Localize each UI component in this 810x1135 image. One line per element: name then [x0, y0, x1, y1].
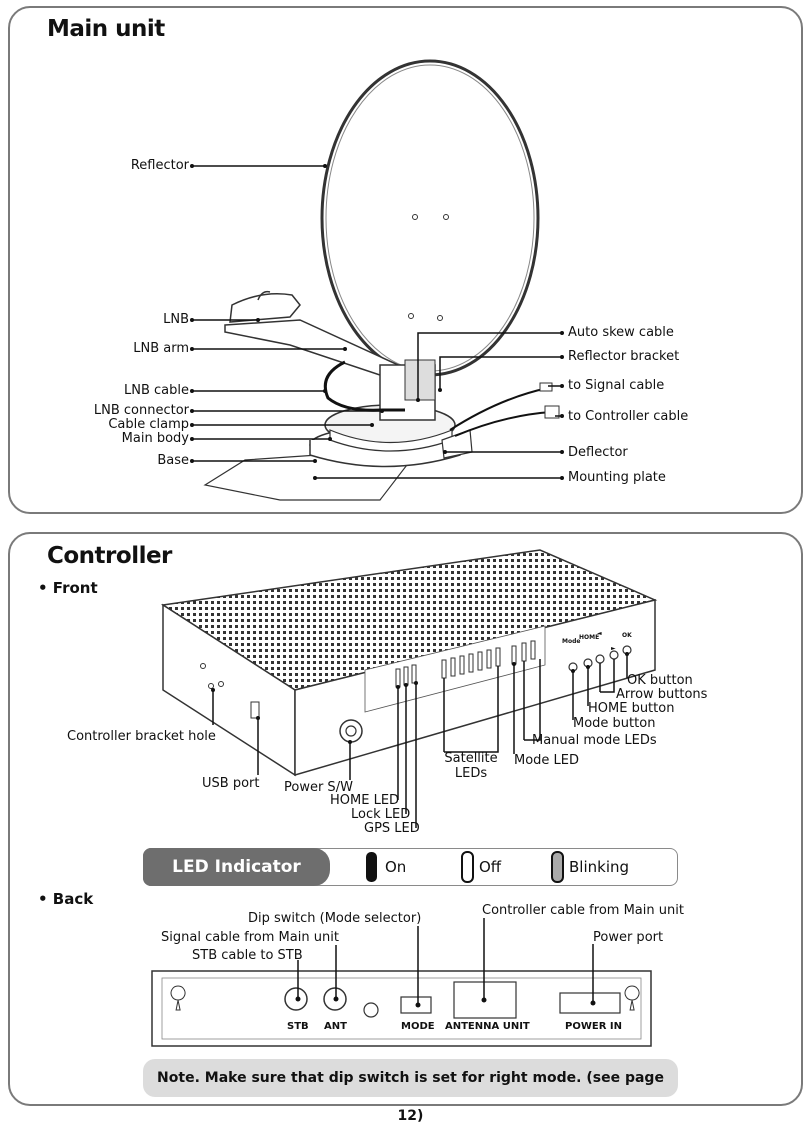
label-gps-led: GPS LED	[364, 821, 420, 836]
front-subtitle: • Front	[38, 579, 98, 597]
label-reflector: Reflector	[130, 158, 189, 173]
label-lnb: LNB	[163, 312, 189, 327]
label-auto-skew-cable: Auto skew cable	[568, 325, 674, 340]
label-reflector-bracket: Reflector bracket	[568, 349, 680, 364]
panel-label-right-arrow: ►	[611, 645, 616, 652]
label-mode-led: Mode LED	[514, 753, 580, 768]
label-home-button: HOME button	[588, 701, 675, 716]
back-label-ant: ANT	[324, 1021, 347, 1032]
main-unit-illustration	[190, 59, 564, 501]
back-label-power-in: POWER IN	[565, 1021, 622, 1032]
dip-switch-note: Note. Make sure that dip switch is set f…	[143, 1059, 678, 1124]
label-manual-mode-leds: Manual mode LEDs	[532, 733, 657, 748]
panel-label-mode: Mode	[562, 638, 581, 645]
label-lnb-cable: LNB cable	[124, 383, 189, 398]
label-cable-clamp: Cable clamp	[108, 417, 189, 432]
label-stb-cable: STB cable to STB	[192, 948, 303, 963]
label-satellite-leds: Satellite LEDs	[444, 751, 498, 781]
label-base: Base	[157, 453, 189, 468]
label-dip-switch: Dip switch (Mode selector)	[248, 911, 422, 926]
label-mounting-plate: Mounting plate	[568, 470, 666, 485]
label-lock-led: Lock LED	[351, 807, 411, 822]
label-signal-cable: Signal cable from Main unit	[161, 930, 339, 945]
main-unit-title: Main unit	[47, 16, 165, 42]
label-to-controller-cable: to Controller cable	[568, 409, 689, 424]
label-home-led: HOME LED	[330, 793, 400, 808]
label-lnb-arm: LNB arm	[133, 341, 189, 356]
label-controller-bracket-hole: Controller bracket hole	[67, 729, 216, 744]
back-label-mode: MODE	[401, 1021, 435, 1032]
label-arrow-buttons: Arrow buttons	[616, 687, 708, 702]
label-ok-button: OK button	[627, 673, 693, 688]
panel-label-left-arrow: ◄	[597, 630, 602, 637]
label-deflector: Deflector	[568, 445, 628, 460]
led-on-label: On	[385, 858, 407, 876]
led-blinking-label: Blinking	[569, 858, 630, 876]
panel-label-home: HOME	[579, 634, 600, 641]
label-usb-port: USB port	[202, 776, 260, 791]
led-indicator-title: LED Indicator	[143, 848, 330, 886]
controller-title: Controller	[47, 543, 172, 569]
label-main-body: Main body	[121, 431, 189, 446]
led-off-label: Off	[479, 858, 502, 876]
back-label-stb: STB	[287, 1021, 309, 1032]
label-controller-cable: Controller cable from Main unit	[482, 903, 684, 918]
controller-back-illustration	[151, 918, 652, 1047]
back-label-antenna-unit: ANTENNA UNIT	[445, 1021, 530, 1032]
label-power-sw: Power S/W	[284, 780, 353, 795]
back-subtitle: • Back	[38, 890, 94, 908]
label-power-port: Power port	[593, 930, 664, 945]
label-mode-button: Mode button	[573, 716, 656, 731]
controller-front-illustration	[160, 549, 658, 828]
panel-label-ok: OK	[622, 632, 632, 639]
label-lnb-connector: LNB connector	[93, 403, 189, 418]
label-to-signal-cable: to Signal cable	[568, 378, 665, 393]
